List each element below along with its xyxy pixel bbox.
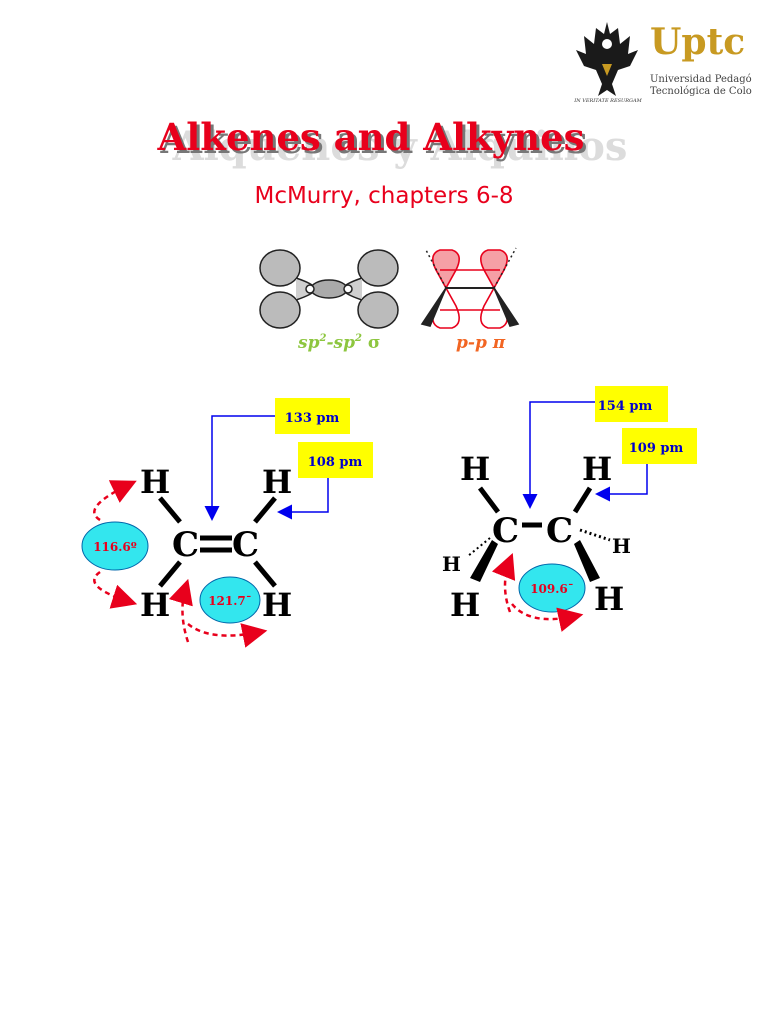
logo-brand: Uptc [650, 21, 745, 63]
cc-bond-length-label: 154 pm [598, 399, 653, 414]
pi-bond-label: p-p π [456, 333, 506, 353]
hcc-angle-ellipse [518, 563, 586, 613]
atom-h-left: H [442, 552, 461, 576]
atom-c-right: C [232, 525, 259, 565]
ethylene-bonds [158, 496, 277, 588]
hcc-angle-label: 121.7¯ [208, 594, 252, 608]
title-ghost-text: Alquenos y Alquinos [172, 123, 628, 170]
eagle-emblem-icon [576, 22, 638, 96]
atom-h-top-right: H [582, 450, 612, 488]
hcc-angle-ellipse [199, 576, 261, 624]
ch-bond-length-box [622, 428, 697, 464]
logo-line2: Tecnológica de Colombia [650, 86, 752, 97]
ch-bond-length-box [298, 442, 373, 478]
atom-h-top-right: H [262, 463, 292, 501]
atom-h-bottom-left: H [140, 586, 170, 624]
cc-bond-length-label: 133 pm [285, 411, 340, 426]
orbital-diagram: sp2-sp2 σ p-p π [259, 247, 520, 353]
pi-orbital-figure [420, 247, 520, 329]
atom-h-top-left: H [140, 463, 170, 501]
atom-c-left: C [492, 511, 519, 551]
atom-h-top-left: H [460, 450, 490, 488]
ethane-bonds [467, 486, 611, 582]
page-subtitle: McMurry, chapters 6-8 [254, 183, 514, 209]
ch-bond-length-label: 109 pm [629, 441, 684, 456]
atom-h-right: H [612, 534, 631, 558]
cc-bond-length-box [275, 398, 350, 434]
atom-c-right: C [546, 511, 573, 551]
hcc-angle-label: 109.6¯ [530, 582, 574, 596]
ethane-structure: H H C C H H H H 154 pm 109 pm 109.6¯ [442, 386, 697, 632]
sigma-bond-label: sp2-sp2 σ [297, 333, 380, 353]
atom-c-left: C [172, 525, 199, 565]
ethylene-structure: H H C C H H 133 pm 108 pm 116.6º 121.7¯ [81, 398, 373, 648]
page-title: Alkenes and Alkynes [157, 115, 585, 159]
hch-angle-label: 116.6º [93, 540, 137, 554]
title-shadow: Alkenes and Alkynes [160, 118, 588, 162]
hch-angle-ellipse [81, 521, 149, 571]
ch-bond-length-label: 108 pm [308, 455, 363, 470]
sigma-orbital-figure [259, 249, 399, 329]
logo-line1: Universidad Pedagógica y [650, 74, 752, 85]
logo-motto: IN VERITATE RESURGAM [573, 98, 642, 104]
cc-bond-length-box [595, 386, 668, 422]
atom-h-bottom-right: H [262, 586, 292, 624]
atom-h-bottom-left: H [450, 586, 480, 624]
university-logo: IN VERITATE RESURGAM Uptc Universidad Pe… [573, 21, 752, 104]
atom-h-bottom-right: H [594, 580, 624, 618]
slide-title: Alquenos y Alquinos Alkenes and Alkynes … [157, 115, 628, 170]
